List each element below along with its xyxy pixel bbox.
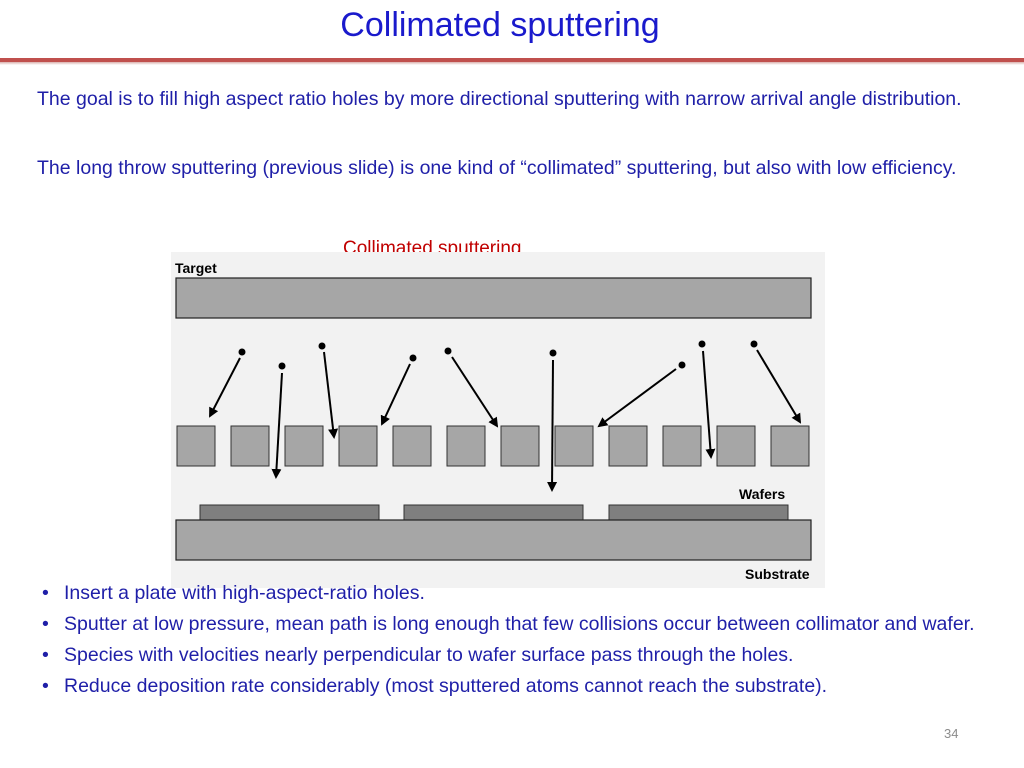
atom-trajectory	[444, 347, 499, 428]
collimator-block	[392, 425, 432, 467]
bullet-list: • Insert a plate with high-aspect-ratio h…	[42, 578, 1002, 702]
collimator-block	[770, 425, 810, 467]
atom-trajectory	[698, 340, 716, 459]
collimator-block	[338, 425, 378, 467]
title-divider-shadow	[0, 62, 1024, 65]
bullet-text: Sputter at low pressure, mean path is lo…	[64, 613, 975, 635]
collimator-block	[284, 425, 324, 467]
wafer	[403, 504, 584, 521]
collimator-block	[230, 425, 270, 467]
atom-trajectory	[271, 362, 286, 479]
wafer	[608, 504, 789, 521]
collimator-block	[500, 425, 540, 467]
bullet-marker: •	[42, 582, 49, 604]
atom-trajectory	[547, 349, 558, 492]
wafers	[199, 504, 789, 521]
bullet-marker: •	[42, 613, 49, 635]
collimator-block	[716, 425, 756, 467]
target-label: Target	[175, 260, 217, 276]
list-item: • Insert a plate with high-aspect-ratio h…	[42, 578, 1002, 609]
collimator-block	[554, 425, 594, 467]
atom-trajectory	[750, 340, 802, 424]
collimated-sputtering-diagram: Target	[171, 252, 825, 588]
collimator-block	[662, 425, 702, 467]
bullet-text: Species with velocities nearly perpendic…	[64, 644, 794, 666]
intro-paragraph-goal: The goal is to fill high aspect ratio ho…	[37, 88, 962, 110]
collimator-block	[176, 425, 216, 467]
bullet-marker: •	[42, 675, 49, 697]
wafers-label: Wafers	[739, 486, 785, 502]
list-item: • Species with velocities nearly perpendi…	[42, 640, 1002, 671]
atom-trajectory	[318, 342, 339, 439]
intro-paragraph-long-throw: The long throw sputtering (previous slid…	[37, 157, 957, 179]
atom-trajectory	[209, 348, 246, 418]
bullet-text: Reduce deposition rate considerably (mos…	[64, 675, 828, 697]
atom-trajectory	[597, 361, 686, 428]
list-item: • Reduce deposition rate considerably (mo…	[42, 671, 1002, 702]
title-divider	[0, 58, 1024, 62]
collimator-block	[446, 425, 486, 467]
bullet-text: Insert a plate with high-aspect-ratio ho…	[64, 582, 425, 604]
collimator-plate	[176, 425, 810, 467]
bullet-marker: •	[42, 644, 49, 666]
list-item: • Sputter at low pressure, mean path is l…	[42, 609, 1002, 640]
sputtered-atoms	[209, 340, 802, 492]
slide-number: 34	[944, 726, 959, 741]
substrate	[175, 519, 812, 561]
wafer	[199, 504, 380, 521]
collimator-block	[608, 425, 648, 467]
atom-trajectory	[380, 354, 417, 426]
sputter-target	[175, 277, 812, 319]
substrate-label: Substrate	[745, 566, 810, 582]
slide-title: Collimated sputtering	[340, 6, 660, 44]
